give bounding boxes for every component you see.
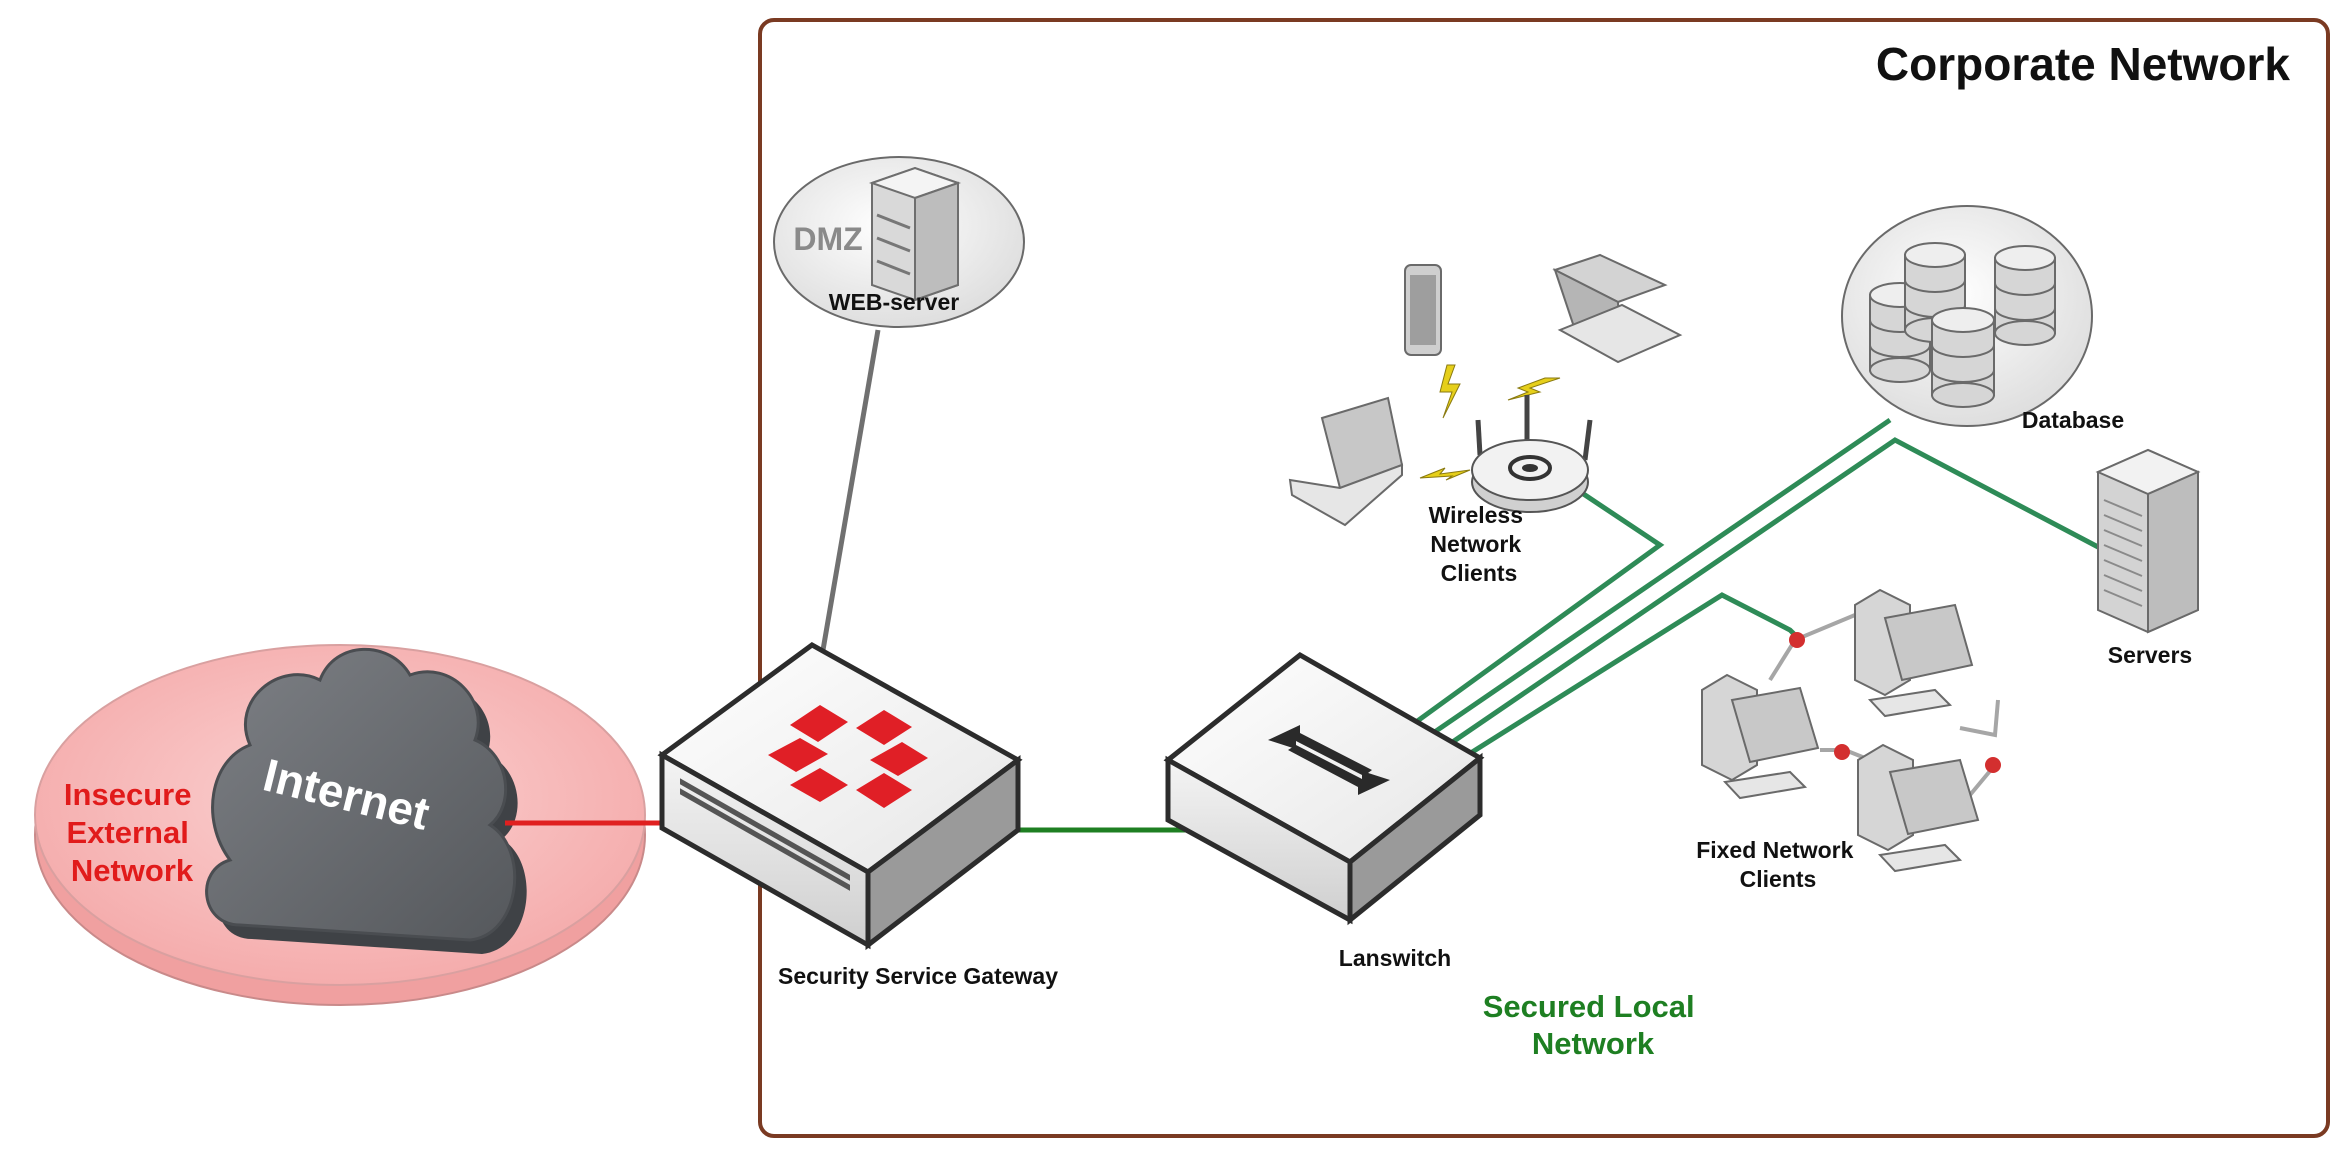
web-server-label: WEB-server xyxy=(829,289,959,315)
wireless-clients-label: Wireless Network Clients xyxy=(1429,502,1530,586)
servers-label: Servers xyxy=(2108,642,2192,668)
lanswitch-device xyxy=(1163,651,1485,926)
fixed-clients-label: Fixed Network Clients xyxy=(1696,837,1860,892)
corporate-network-frame xyxy=(758,18,2330,1138)
laptop-icon xyxy=(1552,253,1683,364)
insecure-zone-label: Insecure External Network xyxy=(64,777,200,888)
secured-network-label: Secured Local Network xyxy=(1483,989,1704,1061)
database-label: Database xyxy=(2022,407,2124,433)
desktop-computer-icon xyxy=(1857,743,1980,873)
phone-icon xyxy=(1404,264,1442,356)
laptop-icon xyxy=(1288,396,1404,527)
switch-arrows-icon xyxy=(1268,725,1390,795)
security-gateway-label: Security Service Gateway xyxy=(778,963,1058,989)
desktop-computer-icon xyxy=(1854,588,1974,718)
corporate-network-title: Corporate Network xyxy=(1876,38,2290,90)
database-icon xyxy=(1869,242,2056,408)
desktop-computer-icon xyxy=(1701,673,1820,800)
access-point-icon xyxy=(1471,395,1593,513)
lightning-icon xyxy=(1419,364,1561,481)
connection-dots xyxy=(1789,632,2001,773)
dmz-link xyxy=(820,329,881,651)
internet-cloud-icon xyxy=(205,647,527,954)
security-gateway-device xyxy=(657,642,1023,951)
web-server-icon xyxy=(868,166,962,302)
dmz-tag: DMZ xyxy=(793,221,862,257)
server-rack-icon xyxy=(2095,448,2201,634)
fortinet-logo-icon xyxy=(768,705,928,808)
lanswitch-label: Lanswitch xyxy=(1339,945,1451,971)
